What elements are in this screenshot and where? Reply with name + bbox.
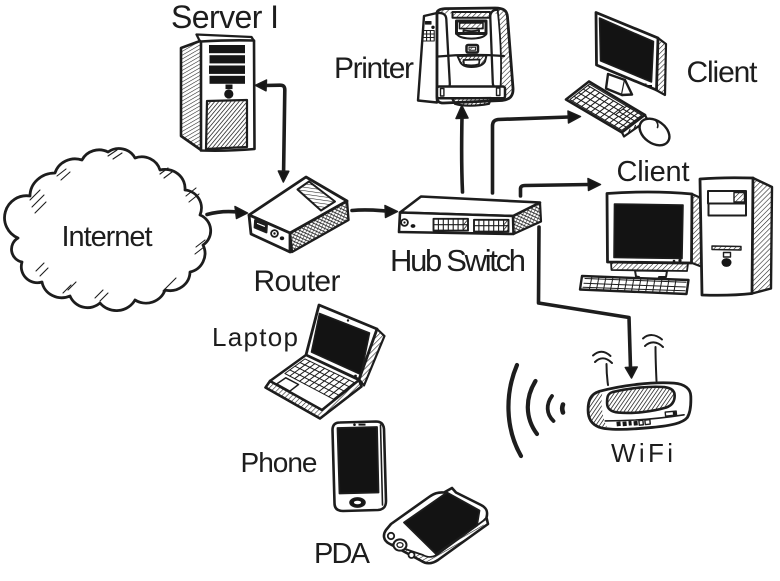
svg-text:Server I: Server I xyxy=(171,0,279,35)
svg-text:WiFi: WiFi xyxy=(611,438,673,468)
svg-text:Client: Client xyxy=(687,56,759,89)
svg-text:Laptop: Laptop xyxy=(212,322,298,352)
svg-text:Internet: Internet xyxy=(62,221,153,253)
svg-text:Phone: Phone xyxy=(241,447,318,478)
svg-text:Router: Router xyxy=(254,265,341,298)
svg-text:Hub Switch: Hub Switch xyxy=(390,243,526,278)
svg-text:Client: Client xyxy=(617,156,690,188)
svg-text:Printer: Printer xyxy=(334,52,414,85)
svg-text:PDA: PDA xyxy=(314,538,371,570)
